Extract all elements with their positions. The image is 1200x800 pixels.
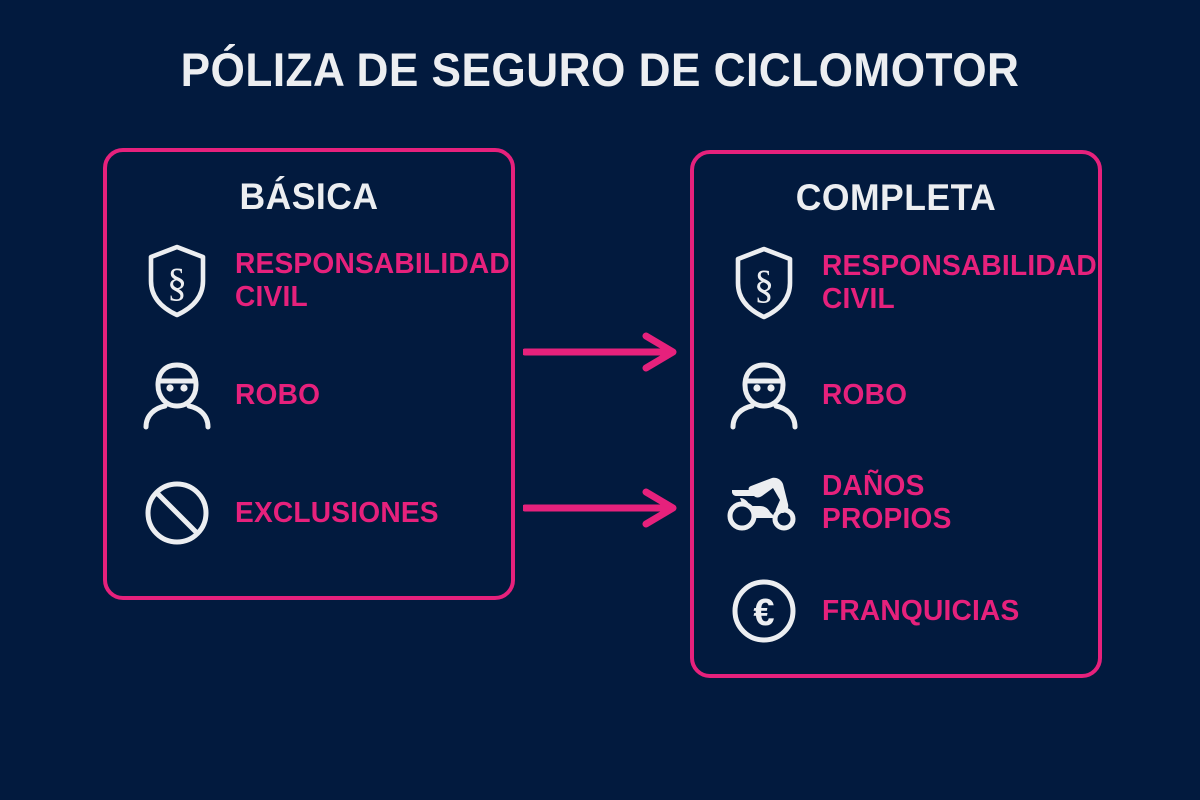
coverage-label-exclusiones: EXCLUSIONES <box>235 496 439 529</box>
card-completa: COMPLETA § RESPONSABILIDAD CIVIL <box>690 150 1102 678</box>
coverage-label-robo-completa: ROBO <box>822 378 908 411</box>
coverage-row-responsabilidad-civil-completa: § RESPONSABILIDAD CIVIL <box>724 240 1097 326</box>
shield-section-icon: § <box>724 240 804 326</box>
svg-text:€: € <box>753 592 774 634</box>
card-completa-items: § RESPONSABILIDAD CIVIL ROBO <box>724 236 1097 664</box>
card-basica: BÁSICA § RESPONSABILIDAD CIVIL <box>103 148 515 600</box>
coverage-row-robo: ROBO <box>137 352 493 438</box>
coverage-row-exclusiones: EXCLUSIONES <box>137 470 493 556</box>
coverage-label-robo: ROBO <box>235 378 321 411</box>
coverage-row-franquicias: € FRANQUICIAS <box>724 568 1080 654</box>
coverage-row-robo-completa: ROBO <box>724 352 1080 438</box>
coverage-row-danos-propios: DAÑOS PROPIOS <box>724 460 1080 546</box>
svg-text:§: § <box>167 260 187 305</box>
arrow-basic-to-complete-bottom <box>521 488 681 528</box>
card-completa-title: COMPLETA <box>795 177 997 218</box>
coverage-label-franquicias: FRANQUICIAS <box>822 594 1020 627</box>
euro-coin-icon: € <box>724 568 804 654</box>
card-basica-items: § RESPONSABILIDAD CIVIL ROBO <box>137 234 510 566</box>
coverage-label-danos-propios: DAÑOS PROPIOS <box>822 470 952 535</box>
page-title: PÓLIZA DE SEGURO DE CICLOMOTOR <box>180 43 1020 96</box>
card-basica-title: BÁSICA <box>239 176 379 217</box>
shield-section-icon: § <box>137 238 217 324</box>
coverage-row-responsabilidad-civil: § RESPONSABILIDAD CIVIL <box>137 238 510 324</box>
arrow-basic-to-complete-top <box>521 332 681 372</box>
coverage-label-responsabilidad-civil-completa: RESPONSABILIDAD CIVIL <box>822 250 1097 315</box>
coverage-label-responsabilidad-civil: RESPONSABILIDAD CIVIL <box>235 248 510 313</box>
svg-text:§: § <box>754 262 774 307</box>
thief-icon <box>137 352 217 438</box>
thief-icon <box>724 352 804 438</box>
scooter-icon <box>724 460 804 546</box>
prohibition-icon <box>137 470 217 556</box>
